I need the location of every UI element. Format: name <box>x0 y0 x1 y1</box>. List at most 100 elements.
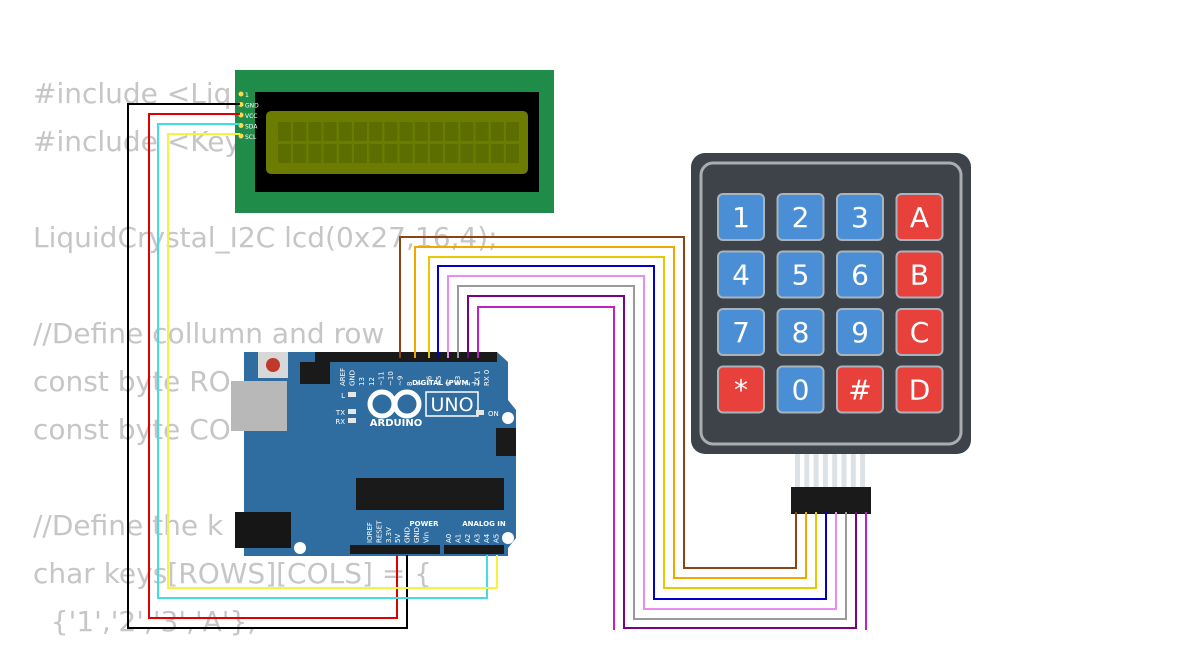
lcd-cell <box>414 144 428 163</box>
led <box>348 409 356 414</box>
key-8[interactable] <box>776 308 825 356</box>
digital-pin-label: ~5 <box>435 376 443 386</box>
lcd-cell <box>384 122 398 141</box>
key-4[interactable] <box>717 250 765 299</box>
lcd-cell <box>278 144 291 163</box>
analog-pin-label: A4 <box>483 533 491 543</box>
digital-pin-label: TX 1 <box>473 370 481 387</box>
digital-pin-label: ~6 <box>425 375 433 386</box>
analog-pin-label: A5 <box>493 534 501 543</box>
power-header-label: POWER <box>410 520 440 528</box>
led <box>348 392 356 397</box>
lcd-pin-label: VCC <box>245 113 257 120</box>
keypad-border <box>699 161 963 446</box>
lcd-cell <box>278 122 291 141</box>
key-C[interactable] <box>895 308 944 356</box>
usb-port <box>231 381 287 431</box>
lcd-cell <box>506 122 519 141</box>
key-*[interactable] <box>717 365 765 414</box>
key-3[interactable] <box>836 193 884 241</box>
mounting-hole <box>294 542 306 554</box>
power-pin-label: RESET <box>375 520 383 543</box>
arduino-uno-board[interactable]: UNO ARDUINO DIGITAL (PWM ~) POWER ANALOG… <box>231 352 516 556</box>
ribbon-trace <box>795 454 800 488</box>
analog-pin-label: A2 <box>464 534 472 543</box>
lcd-cell <box>430 122 443 141</box>
digital-pin-label: 2 <box>464 382 472 386</box>
arduino-model: UNO <box>430 394 473 416</box>
lcd-cell <box>490 122 504 141</box>
lcd-cell <box>323 122 337 141</box>
key-0[interactable] <box>776 365 825 414</box>
wires <box>127 103 867 630</box>
key-#[interactable] <box>836 365 884 414</box>
lcd-cell <box>399 144 413 163</box>
key-7[interactable] <box>717 308 765 356</box>
icsp-header <box>300 362 330 384</box>
lcd-pin[interactable] <box>238 91 244 97</box>
key-6[interactable] <box>836 250 884 299</box>
key-label: C <box>910 316 930 349</box>
power-pin-label: Vin <box>422 532 430 543</box>
wire-gray <box>457 285 847 620</box>
lcd-cell <box>399 122 413 141</box>
lcd-cell <box>445 122 459 141</box>
lcd-cell <box>293 144 307 163</box>
ribbon-trace <box>850 454 856 488</box>
analog-pin-label: A3 <box>474 534 482 543</box>
ribbon-trace <box>860 454 866 488</box>
analog-header-label: ANALOG IN <box>462 520 506 528</box>
keypad-connector <box>791 487 871 514</box>
code-line: #include <Key <box>33 125 242 158</box>
wire-brown <box>399 236 797 569</box>
key-label: D <box>909 374 931 407</box>
key-2[interactable] <box>776 193 825 241</box>
power-jack <box>235 512 291 548</box>
key-1[interactable] <box>717 193 765 241</box>
lcd-pin-label: SCL <box>245 134 257 141</box>
lcd-cell <box>475 122 489 141</box>
key-label: A <box>910 201 929 234</box>
digital-header-label: DIGITAL (PWM ~) <box>412 379 480 387</box>
lcd-cell <box>308 144 322 163</box>
ribbon-trace <box>832 454 838 488</box>
analog-pin-label: A0 <box>445 534 453 543</box>
analog-header <box>444 545 504 554</box>
digital-pin-label: 4 <box>445 381 453 386</box>
lcd-pin-label: SDA <box>245 124 258 131</box>
lcd-cell <box>293 122 307 141</box>
ribbon-trace <box>822 454 828 488</box>
wire-yellow <box>167 133 498 589</box>
lcd-cell <box>490 144 504 163</box>
lcd-pin-label: GND <box>245 103 259 110</box>
digital-pin-label: ~3 <box>454 376 462 386</box>
key-label: 0 <box>792 374 810 407</box>
digital-pin-label: 12 <box>368 377 376 386</box>
reset-button-cap[interactable] <box>266 358 280 372</box>
key-label: 5 <box>792 259 810 292</box>
led-label: TX <box>335 409 345 417</box>
key-B[interactable] <box>895 250 944 299</box>
digital-pin-label: GND <box>349 370 357 386</box>
power-header <box>350 545 440 554</box>
key-5[interactable] <box>776 250 825 299</box>
key-D[interactable] <box>895 365 944 414</box>
lcd-cell <box>338 122 352 141</box>
key-label: 7 <box>732 316 750 349</box>
digital-pin-label: 8 <box>406 382 414 386</box>
led-label: ON <box>488 410 499 418</box>
wire-black <box>127 103 408 629</box>
key-A[interactable] <box>895 193 944 241</box>
key-label: 2 <box>792 201 810 234</box>
lcd-cell <box>430 144 443 163</box>
digital-pin-label: RX 0 <box>483 370 491 386</box>
ribbon-trace <box>841 454 847 488</box>
led-label: L <box>341 392 345 400</box>
key-9[interactable] <box>836 308 884 356</box>
keypad-ribbon <box>795 454 866 488</box>
